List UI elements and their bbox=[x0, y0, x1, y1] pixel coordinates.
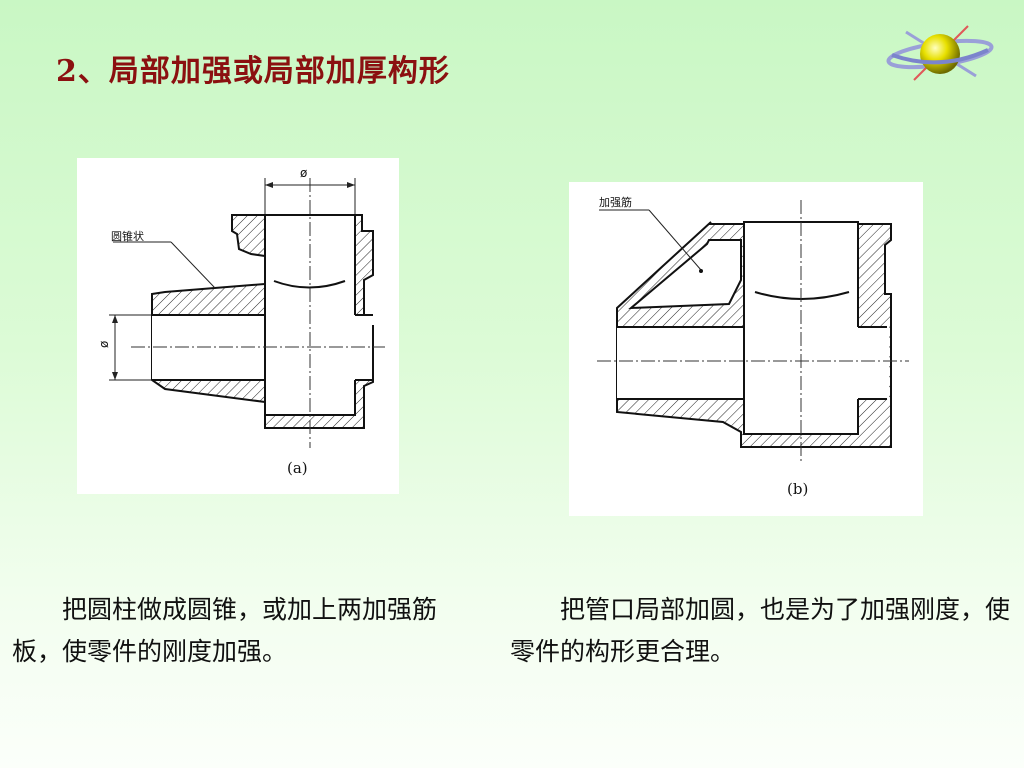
description-text-b: 把管口局部加圆，也是为了加强刚度，使零件的构形更合理。 bbox=[510, 595, 1011, 666]
figure-b-rib-design: 加强筋 (b) bbox=[569, 182, 923, 516]
figure-b-caption: (b) bbox=[787, 480, 808, 498]
dimension-label-top: ø bbox=[300, 166, 307, 180]
figure-a-cone-design: ø ø 圆锥状 (a) bbox=[77, 158, 399, 494]
callout-rib: 加强筋 bbox=[599, 195, 632, 209]
figure-a-caption: (a) bbox=[287, 459, 308, 477]
callout-cone: 圆锥状 bbox=[111, 229, 144, 243]
description-text-a: 把圆柱做成圆锥，或加上两加强筋板，使零件的刚度加强。 bbox=[12, 595, 438, 666]
globe-orbit-icon bbox=[886, 25, 994, 81]
slide-title: 2、局部加强或局部加厚构形 bbox=[56, 54, 450, 89]
dimension-label-left: ø bbox=[97, 341, 111, 348]
